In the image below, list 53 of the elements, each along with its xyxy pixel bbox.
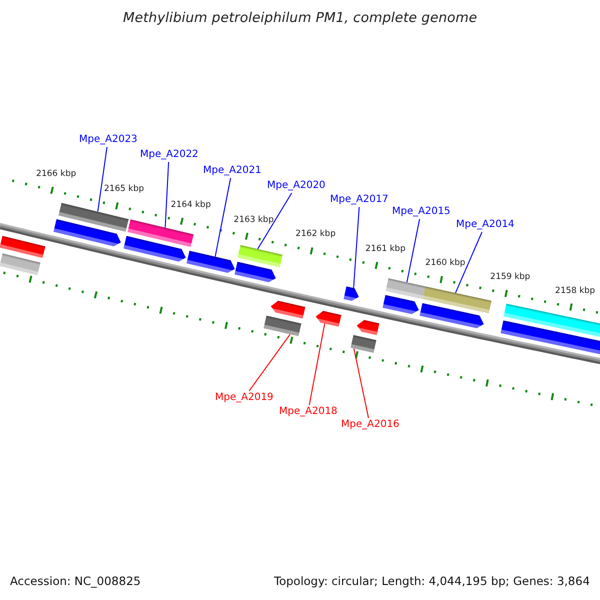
tick-label: 2166 kbp [36, 168, 76, 179]
gene-label: Mpe_A2023 [79, 134, 138, 146]
gene-feature [234, 262, 276, 282]
footer-note: Accession: NC_008825 [10, 575, 141, 589]
gene-feature [420, 303, 484, 328]
gene-label: Mpe_A2022 [140, 149, 198, 161]
leader-line [353, 206, 360, 288]
leader-line [455, 232, 482, 294]
tick-label: 2158 kbp [555, 286, 596, 296]
gene-label: Mpe_A2019 [215, 392, 274, 404]
gene-feature [270, 300, 306, 319]
cog-category-bar [386, 278, 426, 300]
cog-category-bar [350, 335, 376, 353]
gene-feature [344, 286, 359, 301]
tick-label: 2160 kbp [425, 258, 466, 268]
tick-label: 2164 kbp [170, 200, 211, 210]
gene-label: Mpe_A2015 [392, 206, 450, 218]
leader-line [214, 178, 232, 258]
leader-line [164, 162, 170, 228]
gene-feature [382, 295, 419, 314]
tick-label: 2165 kbp [104, 184, 144, 195]
cog-category-bar [0, 253, 40, 276]
gene-feature [356, 320, 380, 336]
tick-label: 2159 kbp [490, 272, 530, 282]
map-title: Methylibium petroleiphilum PM1, complete genome [123, 10, 478, 26]
footer-note: Topology: circular; Length: 4,044,195 bp; Genes: 3,864 [274, 575, 590, 589]
cog-category-bar [128, 219, 194, 247]
cog-category-bar [504, 304, 600, 337]
tick-label: 2161 kbp [365, 244, 406, 254]
leader-line [248, 334, 291, 392]
gene-feature [53, 219, 121, 246]
gene-feature [0, 236, 46, 258]
gene-label: Mpe_A2014 [456, 219, 514, 231]
gene-feature [500, 320, 600, 354]
leader-line [406, 218, 420, 283]
gene-label: Mpe_A2018 [279, 406, 338, 418]
gene-feature [124, 236, 186, 262]
gene-label: Mpe_A2021 [203, 165, 262, 177]
cog-category-bar [264, 316, 302, 336]
leader-line [257, 192, 292, 250]
gene-feature [186, 250, 235, 273]
gene-label: Mpe_A2020 [267, 180, 326, 192]
tick-label: 2162 kbp [296, 229, 336, 240]
leader-line [353, 348, 369, 418]
tick-label: 2163 kbp [234, 214, 274, 225]
cog-category-bar [58, 202, 129, 232]
cog-category-bar [422, 286, 492, 314]
gene-feature [316, 310, 342, 327]
gene-label: Mpe_A2016 [341, 419, 400, 431]
cog-category-bar [238, 245, 283, 268]
leader-line [308, 323, 326, 406]
leader-line [97, 146, 108, 212]
gene-label: Mpe_A2017 [330, 194, 388, 206]
